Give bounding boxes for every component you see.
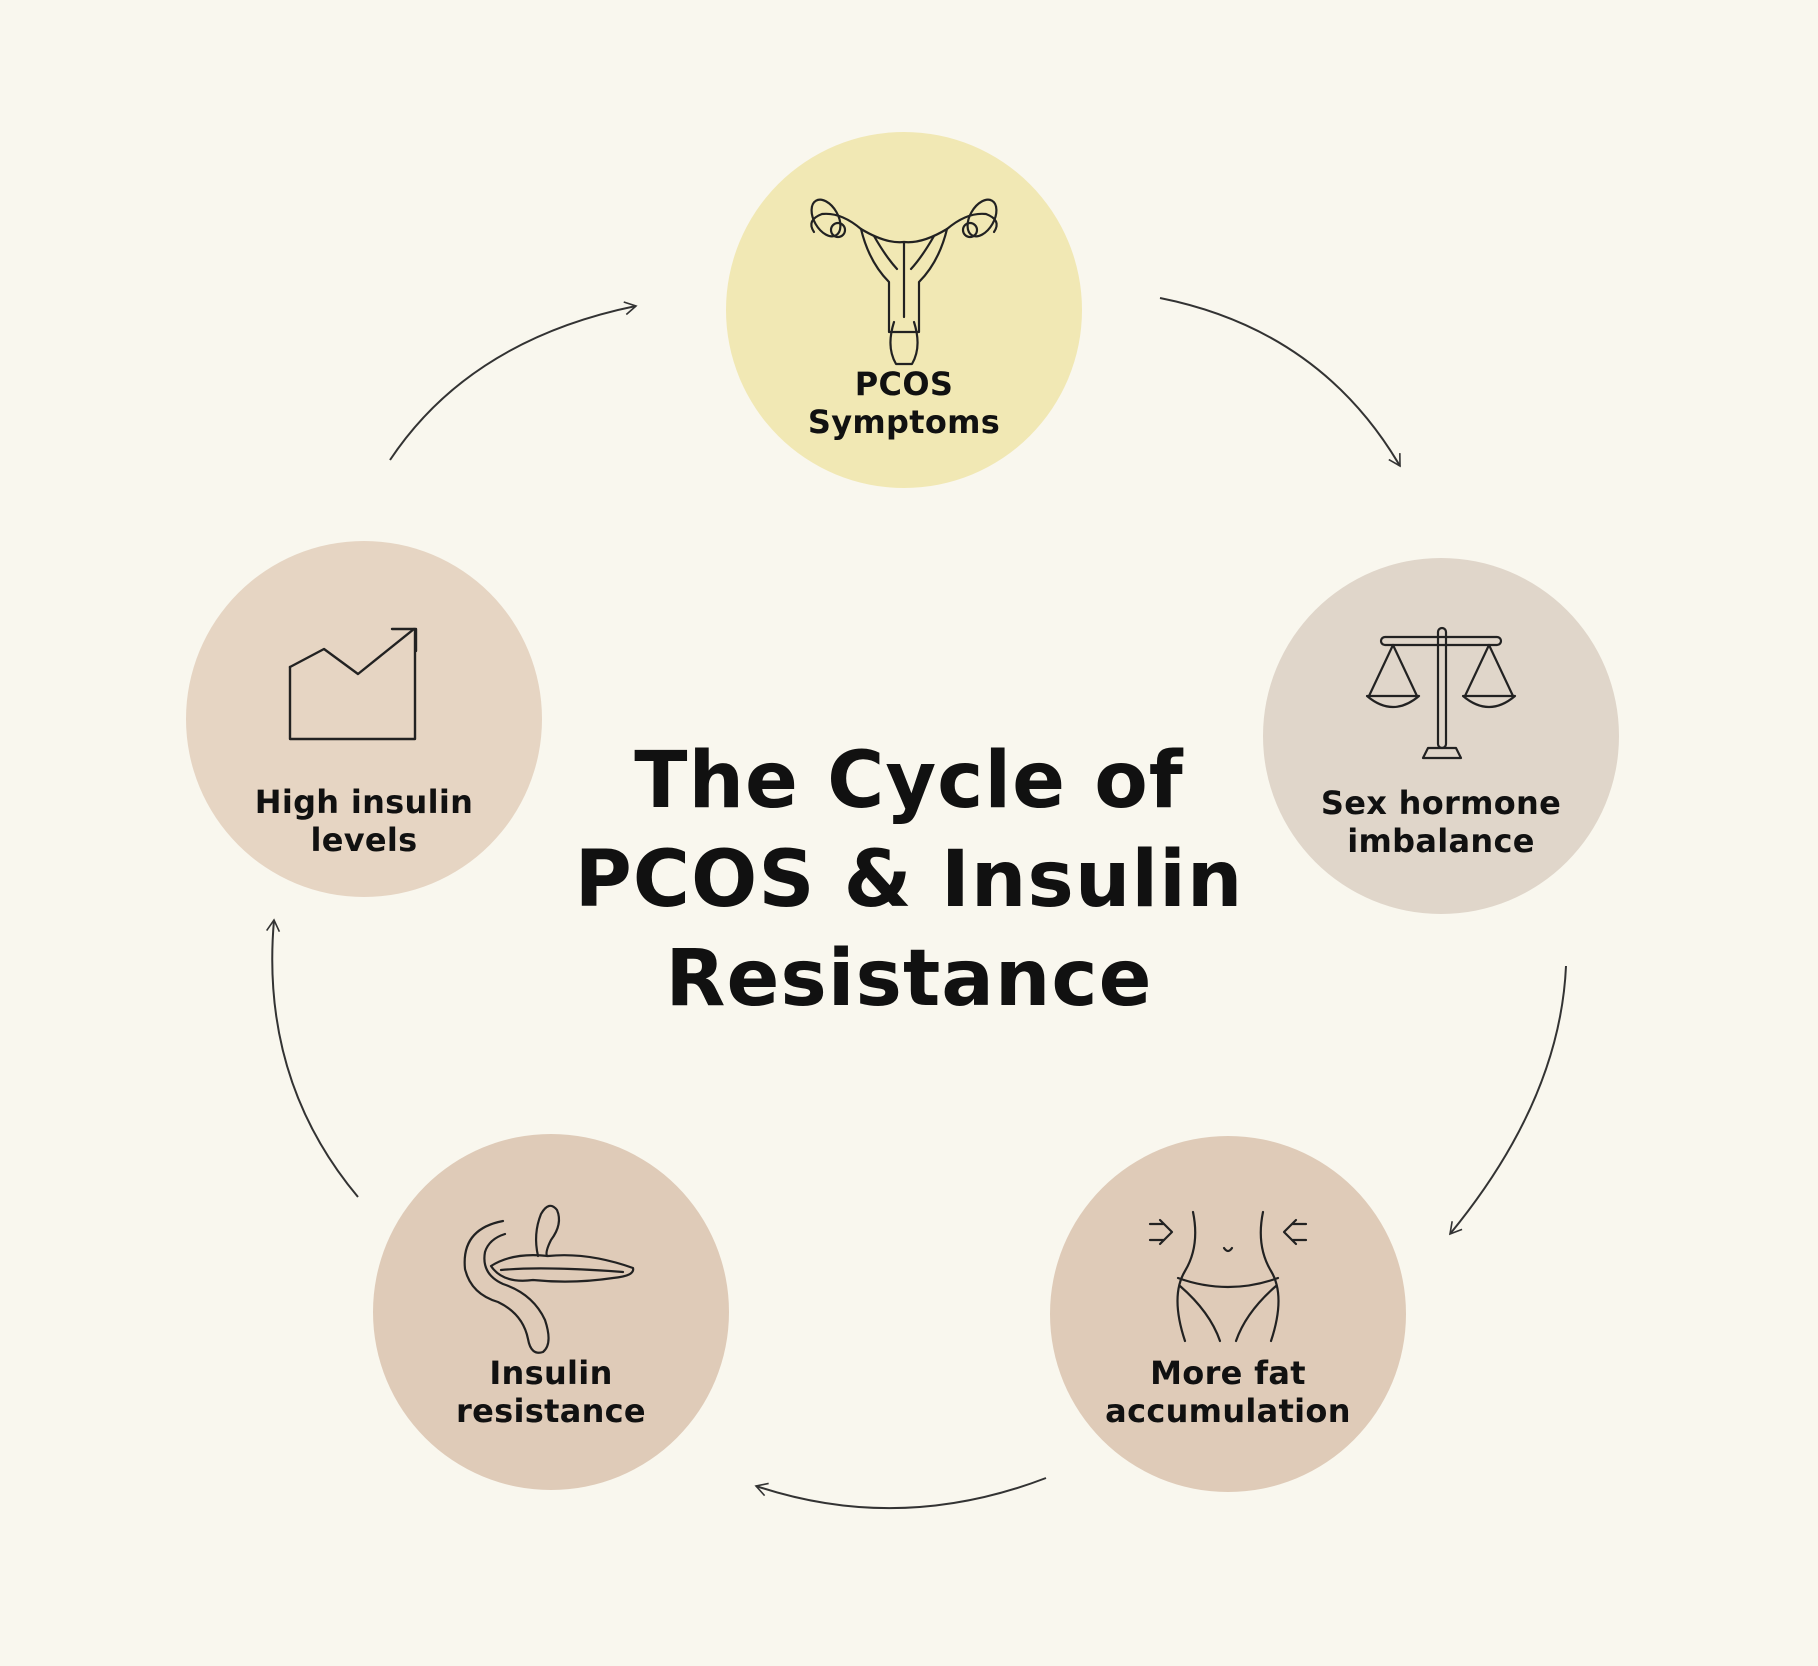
node-pcos-symptoms: PCOS Symptoms bbox=[726, 132, 1082, 488]
node-more-fat-accumulation: More fat accumulation bbox=[1050, 1136, 1406, 1492]
diagram-title: The Cycle of PCOS & Insulin Resistance bbox=[509, 732, 1309, 1029]
title-line-3: Resistance bbox=[665, 934, 1153, 1024]
balance-scale-icon bbox=[1365, 626, 1517, 760]
node-label: PCOS Symptoms bbox=[807, 365, 1001, 441]
arrow-hormone-to-fat bbox=[1448, 965, 1567, 1236]
arrow-fat-to-resistance bbox=[754, 1477, 1047, 1510]
node-sex-hormone-imbalance: Sex hormone imbalance bbox=[1263, 558, 1619, 914]
rising-chart-icon bbox=[288, 627, 418, 741]
waist-icon bbox=[1148, 1210, 1308, 1343]
title-line-1: The Cycle of bbox=[634, 736, 1184, 826]
uterus-icon bbox=[810, 198, 998, 366]
arrow-pcos-to-hormone bbox=[1159, 297, 1401, 468]
node-label: More fat accumulation bbox=[1105, 1354, 1351, 1430]
arrow-resistance-to-high bbox=[265, 918, 359, 1198]
node-label: Sex hormone imbalance bbox=[1320, 784, 1562, 860]
node-high-insulin-levels: High insulin levels bbox=[186, 541, 542, 897]
arrow-high-to-pcos bbox=[389, 301, 638, 461]
node-insulin-resistance: Insulin resistance bbox=[373, 1134, 729, 1490]
node-label: High insulin levels bbox=[254, 783, 474, 859]
pancreas-icon bbox=[463, 1204, 635, 1354]
title-line-2: PCOS & Insulin bbox=[574, 835, 1244, 925]
node-label: Insulin resistance bbox=[456, 1354, 646, 1430]
